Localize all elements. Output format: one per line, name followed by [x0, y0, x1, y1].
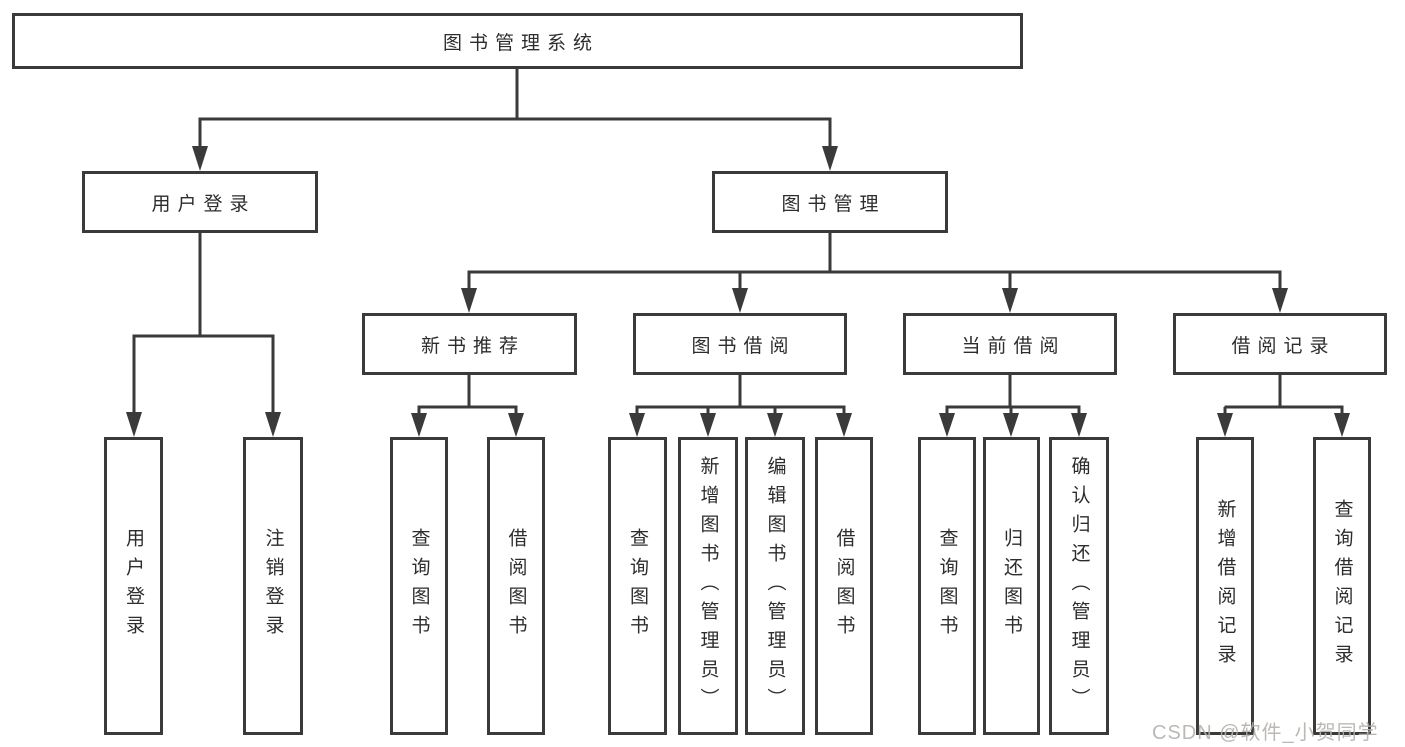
node-label: 编辑图书（管理员）: [764, 455, 786, 717]
leaf-user-login: 用户登录: [104, 437, 163, 735]
connector-borrow-records-children: [1217, 375, 1350, 437]
node-borrow-records: 借阅记录: [1173, 313, 1387, 375]
node-book-management: 图书管理: [712, 171, 948, 233]
connector-book-borrow-children: [629, 375, 852, 437]
node-label: 新增借阅记录: [1214, 499, 1236, 673]
node-current-borrow: 当前借阅: [903, 313, 1117, 375]
connector-root-to-level2: [192, 69, 838, 171]
node-label: 借阅图书: [505, 528, 527, 644]
node-label: 用户登录: [151, 193, 256, 215]
node-system-root: 图书管理系统: [12, 13, 1023, 69]
leaf-add-borrow-record: 新增借阅记录: [1196, 437, 1254, 735]
node-label: 查询图书: [408, 528, 430, 644]
leaf-borrow-books-recommend: 借阅图书: [487, 437, 545, 735]
node-label: 图书管理: [781, 193, 886, 215]
connector-user-login-children: [126, 233, 281, 437]
node-label: 新书推荐: [420, 335, 525, 357]
connector-book-mgmt-children: [461, 233, 1288, 313]
leaf-logout: 注销登录: [243, 437, 303, 735]
node-label: 借阅记录: [1231, 335, 1336, 357]
node-label: 查询借阅记录: [1331, 499, 1353, 673]
node-label: 用户登录: [123, 528, 144, 644]
node-label: 当前借阅: [961, 335, 1066, 357]
node-label: 图书借阅: [691, 335, 796, 357]
node-new-book-recommend: 新书推荐: [362, 313, 577, 375]
node-label: 借阅图书: [833, 528, 855, 644]
node-label: 图书管理系统: [442, 32, 599, 54]
node-label: 确认归还（管理员）: [1068, 455, 1090, 717]
node-user-login: 用户登录: [82, 171, 318, 233]
leaf-borrow-books: 借阅图书: [815, 437, 873, 735]
leaf-query-borrow-record: 查询借阅记录: [1313, 437, 1371, 735]
watermark: CSDN @软件_小贺同学: [1152, 722, 1379, 744]
connector-current-borrow-children: [939, 375, 1087, 437]
node-label: 查询图书: [627, 528, 648, 644]
connector-new-book-children: [411, 375, 524, 437]
node-label: 注销登录: [262, 528, 284, 644]
leaf-edit-books-admin: 编辑图书（管理员）: [745, 437, 805, 735]
node-label: 新增图书（管理员）: [697, 455, 719, 717]
leaf-query-books-recommend: 查询图书: [390, 437, 448, 735]
leaf-query-books-borrow: 查询图书: [608, 437, 667, 735]
leaf-query-books-current: 查询图书: [918, 437, 976, 735]
leaf-confirm-return-admin: 确认归还（管理员）: [1049, 437, 1109, 735]
node-label: 查询图书: [936, 528, 958, 644]
node-book-borrow: 图书借阅: [633, 313, 847, 375]
leaf-return-books: 归还图书: [983, 437, 1040, 735]
leaf-add-books-admin: 新增图书（管理员）: [678, 437, 738, 735]
node-label: 归还图书: [1001, 528, 1022, 644]
